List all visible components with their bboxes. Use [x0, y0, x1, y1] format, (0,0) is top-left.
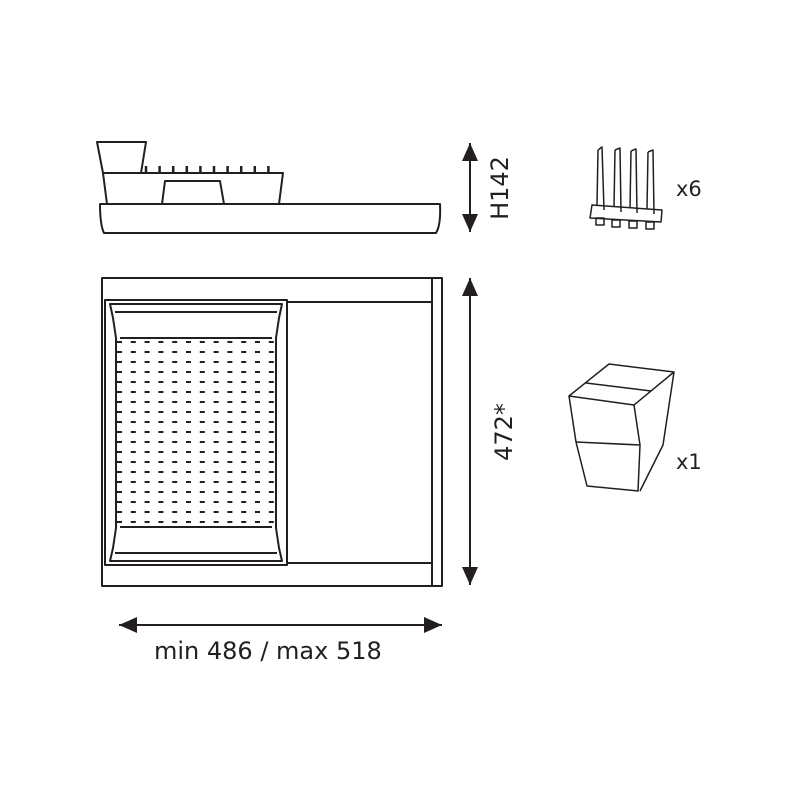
cup-quantity-label: x1: [676, 450, 702, 474]
tray-base-side: [99, 203, 442, 234]
cup-side: [96, 141, 147, 174]
width-dimension-label: min 486 / max 518: [154, 637, 382, 665]
top-view: [101, 277, 443, 587]
drainer-inner: [109, 303, 283, 562]
utensil-cup-icon: [568, 363, 675, 492]
tray-body-side: [102, 172, 284, 205]
comb-quantity-label: x6: [676, 177, 702, 201]
outer-frame: [101, 277, 443, 587]
depth-dimension-label: 472*: [489, 403, 518, 461]
height-dimension-label: H142: [485, 156, 514, 220]
side-view: [96, 141, 442, 234]
comb-divider-icon: [589, 146, 663, 230]
cup-holder-side: [161, 180, 225, 205]
comb-teeth: [144, 166, 270, 173]
drain-holes: [117, 341, 274, 523]
drainer-tray: [104, 299, 288, 566]
